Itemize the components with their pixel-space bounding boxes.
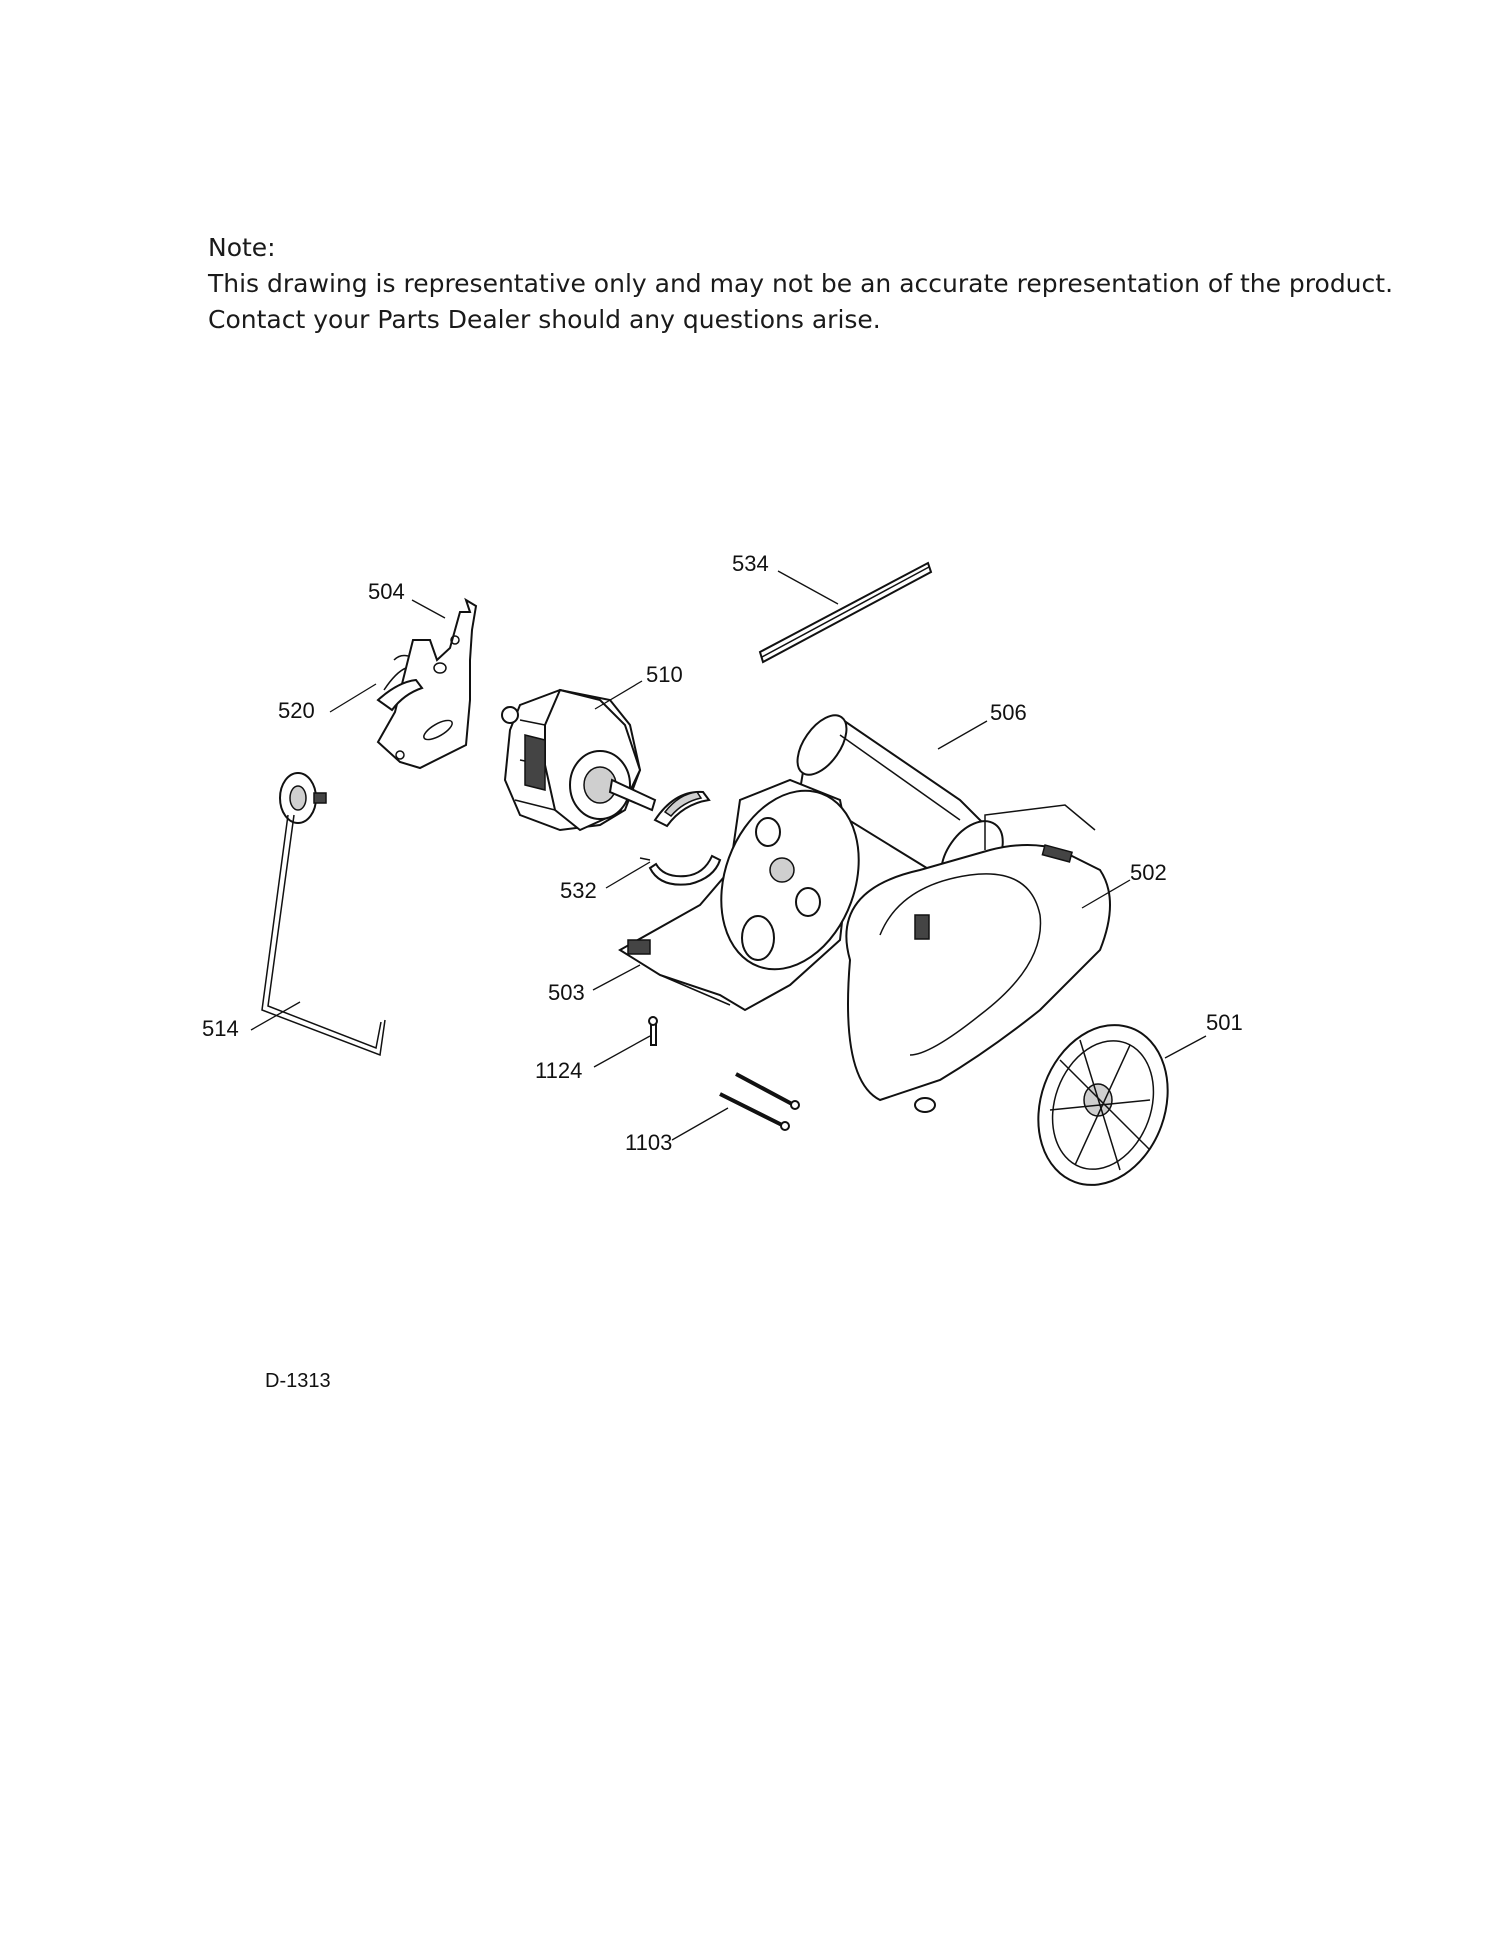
part-532-clamp	[639, 790, 722, 886]
callout-503: 503	[548, 980, 585, 1005]
part-504-bracket	[376, 597, 478, 770]
callout-534: 534	[732, 551, 769, 576]
part-502-scroll-housing	[845, 804, 1111, 1113]
callout-504: 504	[368, 579, 405, 604]
note-block: Note: This drawing is representative onl…	[208, 230, 1408, 338]
part-501-blower-wheel	[1037, 1024, 1169, 1186]
callout-501: 501	[1206, 1010, 1243, 1035]
part-514-idler-assembly	[261, 772, 386, 1057]
callout-502: 502	[1130, 860, 1167, 885]
part-510-motor	[501, 688, 657, 832]
callout-514: 514	[202, 1016, 239, 1041]
part-1124-pin	[648, 1016, 658, 1046]
part-1103-screws	[719, 1072, 800, 1131]
note-heading: Note:	[208, 233, 276, 262]
part-503-housing-base	[618, 778, 860, 1012]
callout-520: 520	[278, 698, 315, 723]
callout-1103: 1103	[625, 1130, 672, 1155]
callout-1124: 1124	[535, 1058, 582, 1083]
part-534-strip	[758, 561, 933, 664]
callout-506: 506	[990, 700, 1027, 725]
leader-lines	[250, 570, 1207, 1141]
callout-532: 532	[560, 878, 597, 903]
callout-510: 510	[646, 662, 683, 687]
note-line-1: This drawing is representative only and …	[208, 269, 1394, 298]
part-520-clip	[376, 654, 424, 712]
note-line-2: Contact your Parts Dealer should any que…	[208, 305, 881, 334]
drawing-id: D-1313	[265, 1370, 331, 1392]
